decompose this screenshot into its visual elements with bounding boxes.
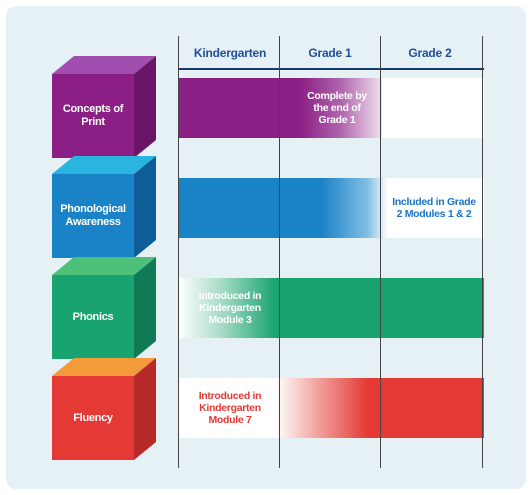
skill-label: Concepts of Print	[62, 103, 124, 128]
cube-top-face	[52, 56, 156, 74]
cube-concepts-of-print: Concepts of Print	[52, 56, 156, 158]
cube-fluency: Fluency	[52, 358, 156, 460]
bar-fluency	[178, 378, 484, 438]
cube-front-face	[52, 74, 134, 158]
cube-front-face	[52, 174, 134, 258]
skill-label: Phonological Awareness	[60, 203, 126, 228]
grid-line	[482, 36, 483, 468]
header-divider	[178, 68, 484, 70]
bar-phonics	[178, 278, 484, 338]
cube-front-face	[52, 275, 134, 359]
bar-note-concepts-of-print: Complete by the end of Grade 1	[307, 90, 367, 126]
cube-side-face	[134, 257, 156, 359]
bar-note-cell	[388, 178, 484, 238]
skill-label: Phonics	[72, 310, 114, 323]
column-header-kindergarten: Kindergarten	[193, 46, 267, 60]
bar-phonological-awareness	[178, 178, 388, 238]
cube-top-face	[52, 358, 156, 376]
cube-front-face	[52, 376, 134, 460]
bar-concepts-of-print	[178, 78, 382, 138]
cube-top-face	[52, 156, 156, 174]
bar-empty-cell	[382, 78, 484, 138]
cube-side-face	[134, 56, 156, 158]
cube-phonological-awareness: Phonological Awareness	[52, 156, 156, 258]
grid-line	[178, 36, 179, 468]
cube-side-face	[134, 156, 156, 258]
column-header-grade-1: Grade 1	[308, 46, 352, 60]
grid-line	[279, 36, 280, 468]
cube-phonics: Phonics	[52, 257, 156, 359]
bar-note-phonics: Introduced in Kindergarten Module 3	[198, 290, 262, 326]
bar-note-fluency: Introduced in Kindergarten Module 7	[198, 390, 262, 426]
cube-top-face	[52, 257, 156, 275]
grid-line	[380, 36, 381, 468]
skill-label: Fluency	[73, 411, 113, 424]
cube-side-face	[134, 358, 156, 460]
bar-note-phonological-awareness: Included in Grade 2 Modules 1 & 2	[392, 196, 476, 220]
column-header-grade-2: Grade 2	[408, 46, 452, 60]
